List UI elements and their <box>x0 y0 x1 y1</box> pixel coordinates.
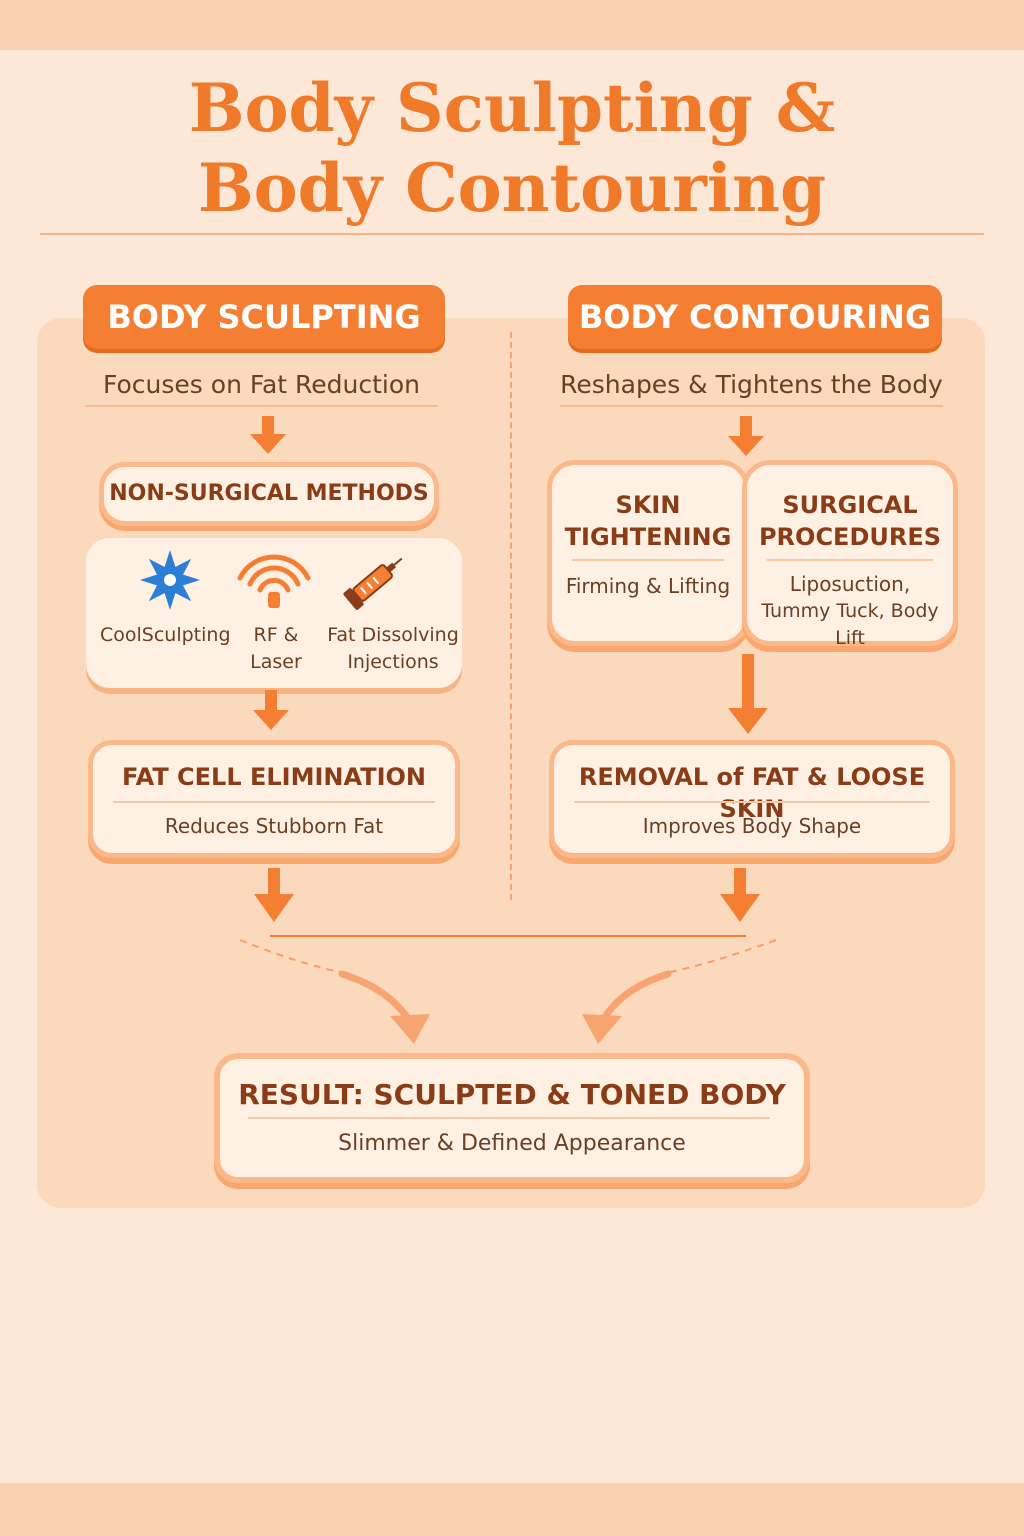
title-line-1: Body Sculpting & <box>188 69 836 147</box>
title-divider <box>40 233 984 235</box>
result-text: Slimmer & Defined Appearance <box>338 1131 686 1156</box>
rf-wave-icon <box>237 554 311 608</box>
title-line-2: Body Contouring <box>197 149 827 227</box>
snowflake-icon <box>140 550 200 610</box>
methods-card <box>86 538 462 688</box>
syringe-icon <box>343 557 403 610</box>
arrow-down-icon <box>728 416 764 456</box>
rf-laser-label: RF & Laser <box>250 624 302 673</box>
arrow-down-icon <box>728 654 768 734</box>
top-band <box>0 0 1024 50</box>
surgical-procedures-text-1: Liposuction, <box>789 572 911 596</box>
non-surgical-methods-pill: NON-SURGICAL METHODS <box>99 462 439 526</box>
page-title: Body Sculpting & Body Contouring <box>0 68 1024 228</box>
card-divider <box>113 801 435 803</box>
fat-cell-elimination-card: FAT CELL ELIMINATION Reduces Stubborn Fa… <box>88 740 460 858</box>
fat-dissolving-label-line1: Fat Dissolving <box>327 624 459 646</box>
card-divider <box>572 559 724 561</box>
arrow-down-icon <box>253 690 289 730</box>
skin-tightening-card: SKIN TIGHTENING Firming & Lifting <box>547 460 749 646</box>
surgical-procedures-text-2: Tummy Tuck, Body Lift <box>761 600 939 649</box>
card-divider <box>767 559 933 561</box>
surgical-procedures-card: SURGICAL PROCEDURES Liposuction, Tummy T… <box>742 460 958 649</box>
sculpting-subtitle: Focuses on Fat Reduction <box>85 365 438 407</box>
arrow-down-icon <box>250 416 286 454</box>
removal-title: REMOVAL of FAT & LOOSE SKIN <box>578 763 926 823</box>
coolsculpting-label: CoolSculpting <box>100 624 231 646</box>
contouring-subtitle: Reshapes & Tightens the Body <box>560 365 943 407</box>
result-card: RESULT: SCULPTED & TONED BODY Slimmer & … <box>214 1053 810 1183</box>
removal-text: Improves Body Shape <box>642 814 862 838</box>
skin-tightening-title-1: SKIN <box>615 491 681 519</box>
card-divider <box>248 1117 770 1119</box>
skin-tightening-title-2: TIGHTENING <box>564 523 732 551</box>
fat-cell-elimination-title: FAT CELL ELIMINATION <box>121 763 427 791</box>
removal-card: REMOVAL of FAT & LOOSE SKIN Improves Bod… <box>549 740 955 858</box>
center-divider <box>510 332 512 900</box>
fat-dissolving-label-line2: Injections <box>347 651 439 673</box>
card-divider <box>574 801 930 803</box>
skin-tightening-text: Firming & Lifting <box>565 574 731 598</box>
surgical-procedures-title-2: PROCEDURES <box>758 523 942 551</box>
surgical-procedures-title-1: SURGICAL <box>782 491 918 519</box>
contouring-header: BODY CONTOURING <box>568 285 942 349</box>
result-title: RESULT: SCULPTED & TONED BODY <box>238 1078 786 1111</box>
fat-dissolving-label: Fat Dissolving Injections <box>326 622 460 676</box>
sculpting-header: BODY SCULPTING <box>83 285 445 349</box>
bottom-band <box>0 1483 1024 1536</box>
fat-cell-elimination-text: Reduces Stubborn Fat <box>164 814 384 838</box>
converging-arrows <box>239 868 777 1044</box>
